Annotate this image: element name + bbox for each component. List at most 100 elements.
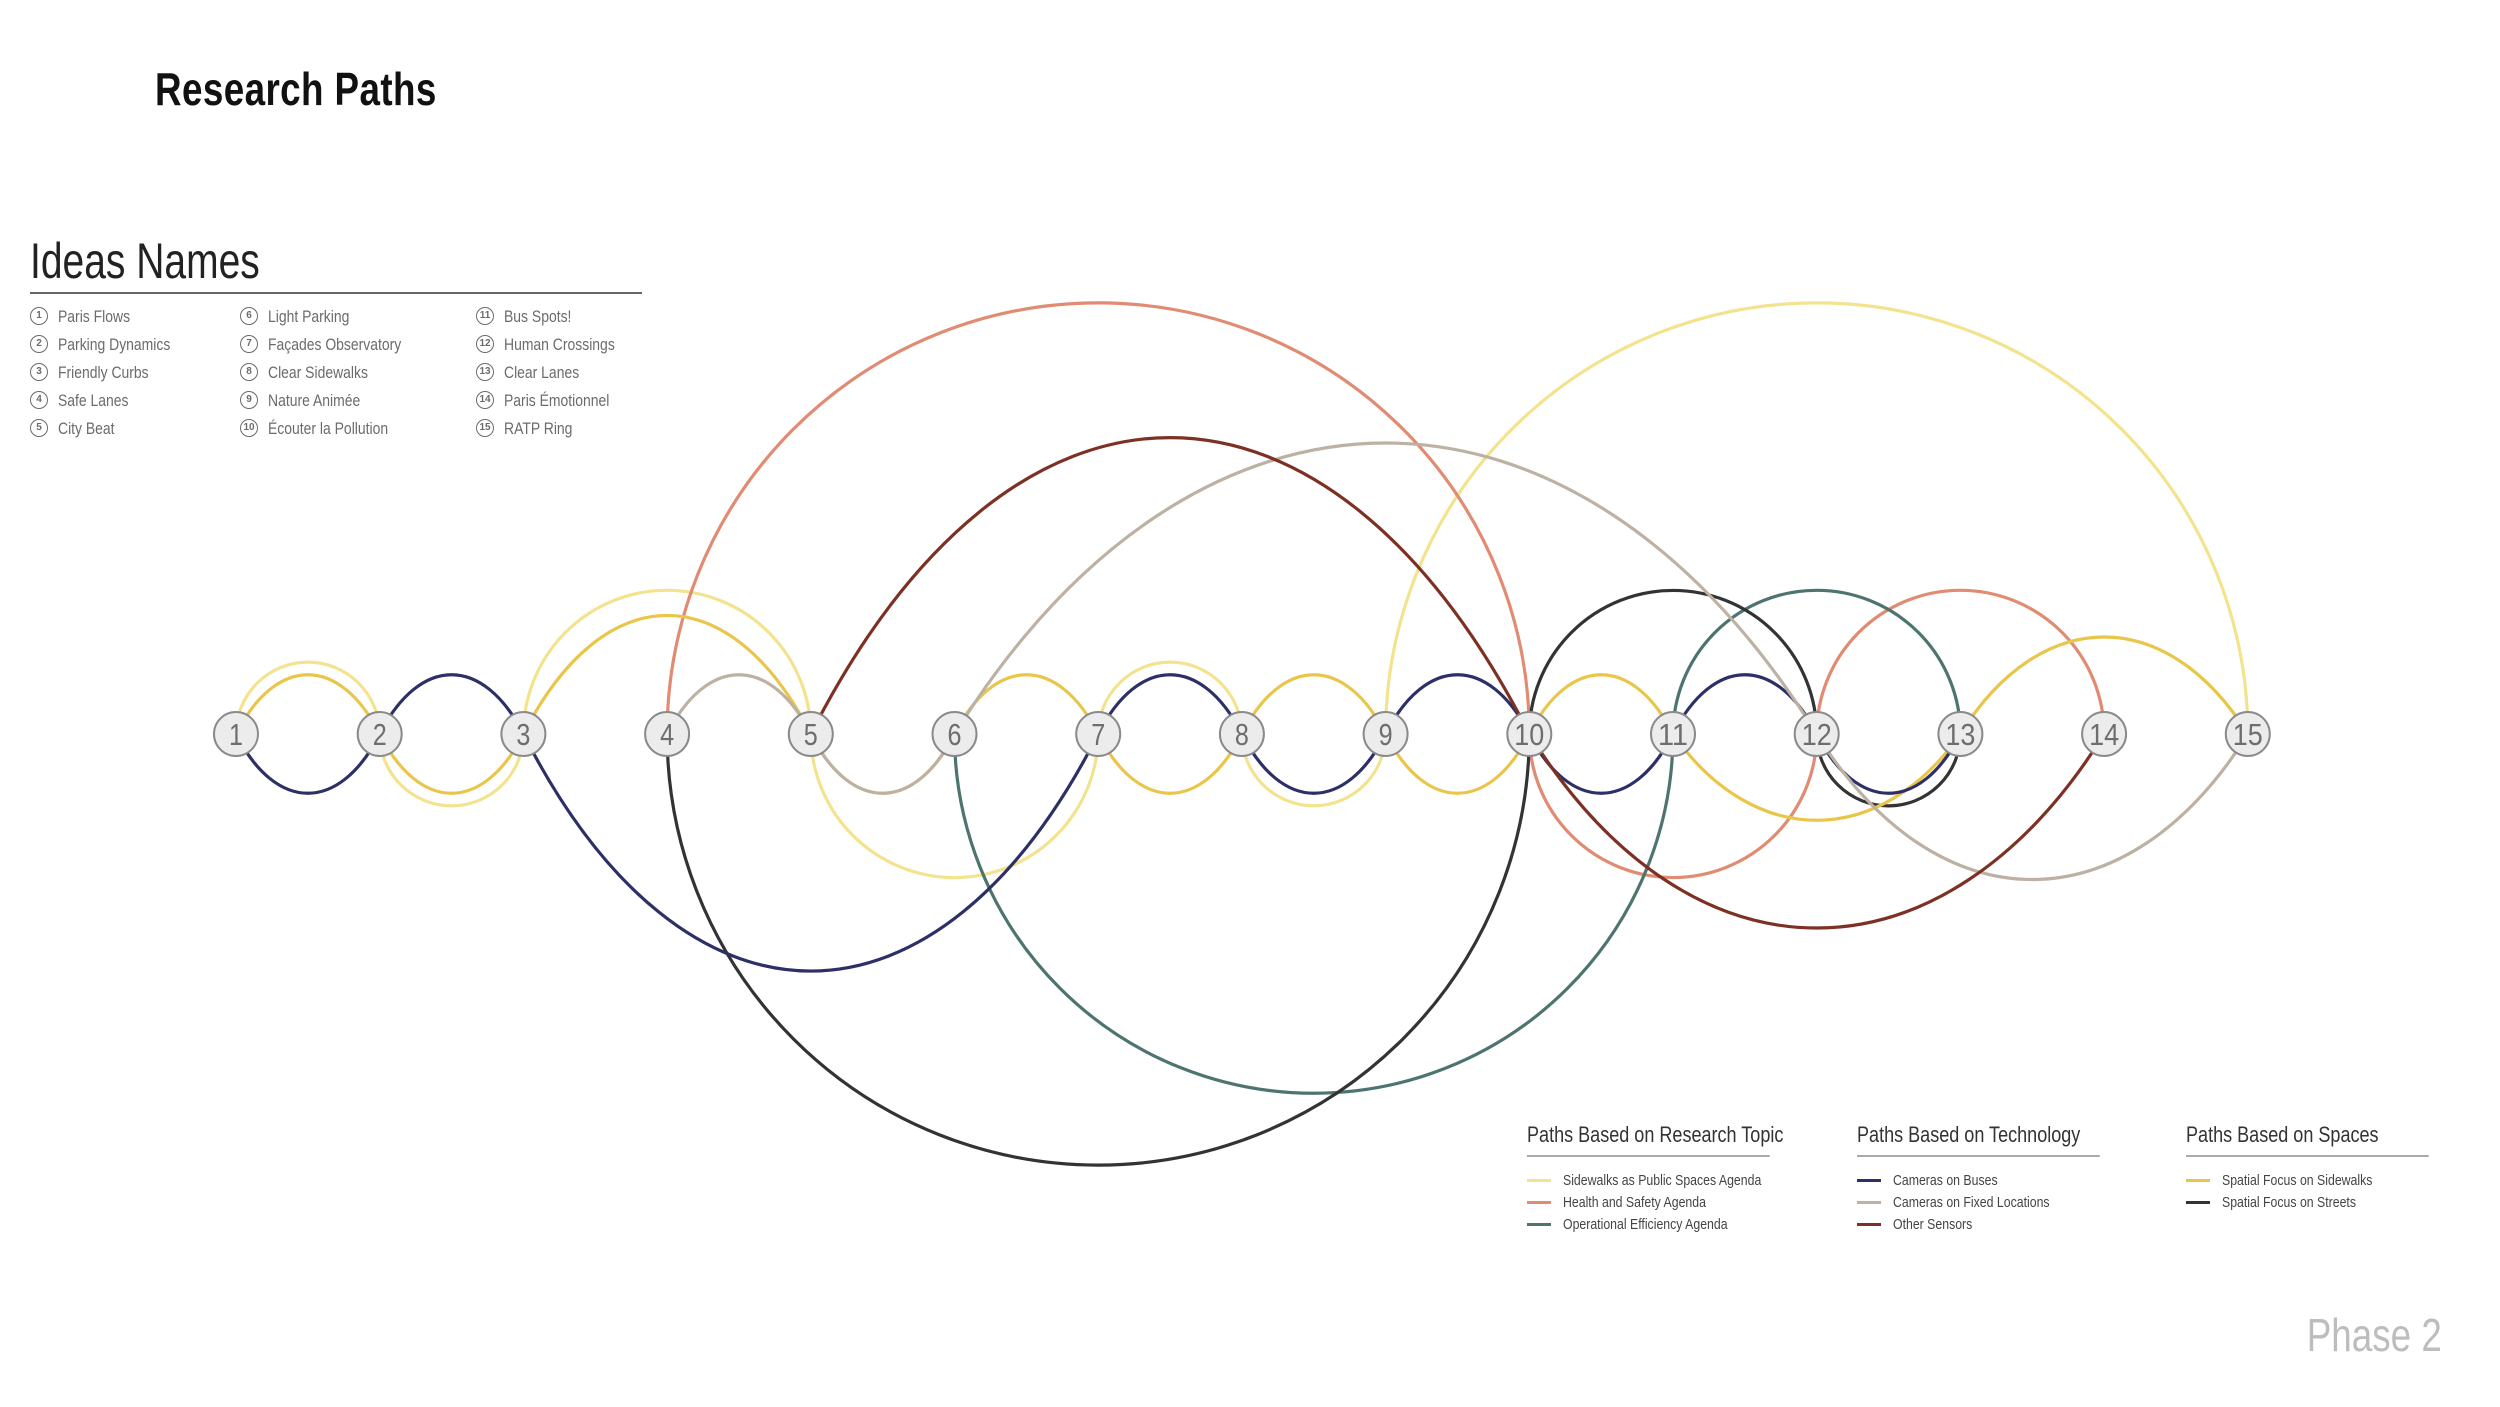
idea-node-circle bbox=[1218, 711, 1265, 757]
idea-number-badge: 8 bbox=[240, 363, 258, 381]
idea-number-badge: 3 bbox=[30, 363, 48, 381]
idea-item: 3 Friendly Curbs bbox=[30, 358, 195, 386]
idea-node-label: 6 bbox=[948, 717, 962, 752]
legend-line-swatch bbox=[1857, 1222, 1881, 1226]
idea-node: 3 bbox=[500, 711, 547, 757]
wave-cameras-fixed bbox=[665, 441, 2250, 882]
arc-health-safety bbox=[1815, 588, 2106, 736]
legend-line-swatch bbox=[2186, 1200, 2210, 1204]
idea-node-label: 15 bbox=[2233, 717, 2263, 752]
idea-node: 10 bbox=[1506, 711, 1553, 757]
idea-node-label: 5 bbox=[804, 717, 818, 752]
idea-name: Friendly Curbs bbox=[58, 362, 149, 382]
idea-node: 14 bbox=[2081, 711, 2128, 757]
idea-node-label: 12 bbox=[1802, 717, 1832, 752]
page-title: Research Paths bbox=[155, 63, 437, 115]
arc-operational-efficiency bbox=[952, 732, 1675, 1095]
legend-item: Other Sensors bbox=[1857, 1213, 2153, 1235]
idea-node-label: 11 bbox=[1658, 717, 1688, 752]
idea-name: RATP Ring bbox=[504, 418, 573, 438]
idea-number-badge: 10 bbox=[240, 419, 258, 437]
legend-group-title: Paths Based on Technology bbox=[1857, 1124, 2100, 1157]
idea-name: Façades Observatory bbox=[268, 334, 402, 354]
idea-node-circle bbox=[787, 711, 834, 757]
idea-node: 13 bbox=[1937, 711, 1984, 757]
arc-health-safety bbox=[665, 301, 1531, 736]
idea-name: Parking Dynamics bbox=[58, 334, 171, 354]
idea-node-circle bbox=[2081, 711, 2128, 757]
phase-label: Phase 2 bbox=[2306, 1309, 2442, 1361]
idea-node: 11 bbox=[1650, 711, 1696, 757]
idea-name: Paris Émotionnel bbox=[504, 390, 610, 410]
idea-node: 15 bbox=[2224, 711, 2271, 757]
idea-name: Bus Spots! bbox=[504, 306, 572, 326]
idea-name: Nature Animée bbox=[268, 390, 361, 410]
arc-spatial-streets bbox=[665, 732, 1531, 1167]
idea-node-circle bbox=[1650, 711, 1696, 757]
idea-node: 2 bbox=[356, 711, 403, 757]
idea-node: 8 bbox=[1218, 711, 1265, 757]
legend-item: Cameras on Fixed Locations bbox=[1857, 1191, 2153, 1213]
legend-item-label: Cameras on Fixed Locations bbox=[1893, 1193, 2050, 1211]
legend-item: Spatial Focus on Streets bbox=[2186, 1191, 2482, 1213]
idea-node-label: 1 bbox=[229, 717, 243, 752]
wave-other-sensors bbox=[809, 436, 2106, 930]
idea-node: 7 bbox=[1075, 711, 1122, 757]
legend-line-swatch bbox=[2186, 1178, 2210, 1182]
ideas-names-heading: Ideas Names bbox=[30, 233, 260, 289]
arc-sidewalks-public-spaces bbox=[378, 732, 525, 808]
legend-group-title: Paths Based on Research Topic bbox=[1527, 1124, 1783, 1157]
arc-sidewalks-public-spaces bbox=[1240, 732, 1388, 808]
idea-number-badge: 13 bbox=[476, 363, 494, 381]
idea-node-circle bbox=[931, 711, 978, 757]
legend-item-label: Operational Efficiency Agenda bbox=[1563, 1215, 1728, 1233]
legend-item-label: Spatial Focus on Streets bbox=[2222, 1193, 2357, 1211]
idea-node: 6 bbox=[931, 711, 978, 757]
idea-node-label: 14 bbox=[2089, 717, 2119, 752]
idea-item: 14 Paris Émotionnel bbox=[476, 386, 639, 414]
idea-number-badge: 14 bbox=[476, 391, 494, 409]
arc-operational-efficiency bbox=[1671, 588, 1962, 736]
idea-number-badge: 5 bbox=[30, 419, 48, 437]
legend-line-swatch bbox=[1527, 1222, 1551, 1226]
idea-node-label: 10 bbox=[1514, 717, 1544, 752]
idea-node-circle bbox=[644, 711, 691, 757]
idea-node-label: 7 bbox=[1091, 717, 1105, 752]
idea-number-badge: 2 bbox=[30, 335, 48, 353]
idea-node: 5 bbox=[787, 711, 834, 757]
idea-number-badge: 6 bbox=[240, 307, 258, 325]
idea-item: 8 Clear Sidewalks bbox=[240, 358, 431, 386]
idea-node-circle bbox=[213, 711, 259, 757]
legend-item: Sidewalks as Public Spaces Agenda bbox=[1527, 1169, 1823, 1191]
idea-name: Clear Sidewalks bbox=[268, 362, 368, 382]
arc-sidewalks-public-spaces bbox=[1096, 660, 1244, 736]
idea-name: Clear Lanes bbox=[504, 362, 580, 382]
idea-node-label: 4 bbox=[660, 717, 674, 752]
idea-number-badge: 11 bbox=[476, 307, 494, 325]
idea-node-circle bbox=[2224, 711, 2271, 757]
arc-spatial-streets bbox=[1815, 732, 1962, 808]
legend-item: Spatial Focus on Sidewalks bbox=[2186, 1169, 2482, 1191]
legend-item: Operational Efficiency Agenda bbox=[1527, 1213, 1823, 1235]
idea-node: 9 bbox=[1362, 711, 1409, 757]
legend-line-swatch bbox=[1857, 1200, 1881, 1204]
idea-node-circle bbox=[1937, 711, 1984, 757]
idea-node-circle bbox=[1506, 711, 1553, 757]
arc-sidewalks-public-spaces bbox=[1384, 301, 2250, 736]
